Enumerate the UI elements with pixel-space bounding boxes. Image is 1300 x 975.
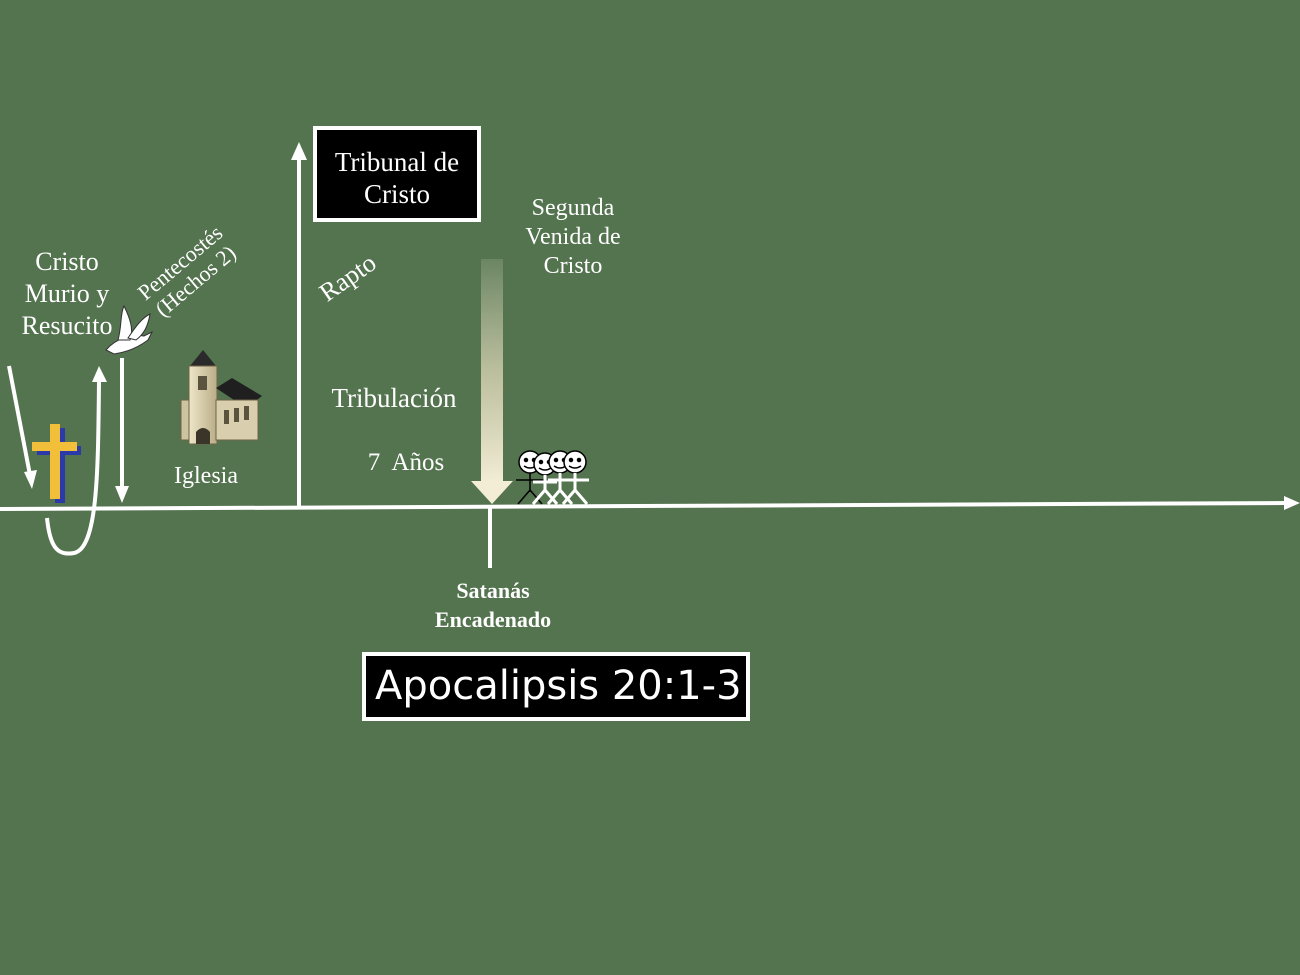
seven-years-label: 7 Años (367, 449, 445, 476)
smiley-people-icon (516, 450, 589, 505)
judgment-seat-box: Tribunal de Cristo (313, 126, 481, 222)
second-coming-arrow (471, 259, 513, 504)
church-label: Iglesia (174, 463, 238, 489)
death-descent-arrow (7, 365, 37, 489)
satan-bound-label: Satanás Encadenado (434, 578, 552, 632)
rapture-up-arrow (291, 142, 307, 508)
pentecost-down-arrow (115, 358, 129, 503)
dove-icon (105, 304, 154, 355)
christ-died-rose-label: Cristo Murio y Resucito (21, 247, 113, 340)
resurrection-curve-arrow (45, 366, 107, 556)
church-icon (180, 350, 262, 445)
cross-icon (32, 424, 81, 503)
second-coming-label: Segunda Venida de Cristo (525, 195, 621, 279)
timeline-axis (0, 496, 1300, 511)
tribulation-label: Tribulación (331, 383, 457, 413)
scripture-reference-box: Apocalipsis 20:1-3 (362, 652, 750, 721)
